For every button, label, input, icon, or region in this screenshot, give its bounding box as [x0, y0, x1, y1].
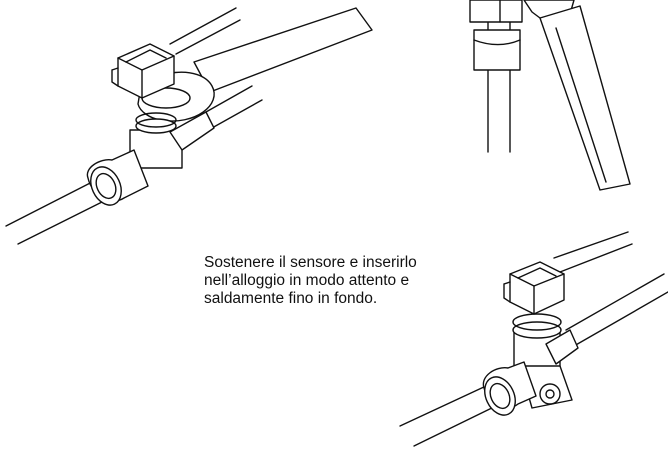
- instruction-line: saldamente fino in fondo.: [204, 290, 378, 307]
- instruction-text: Sostenere il sensore e inserirlo nell’al…: [204, 254, 464, 308]
- wrench-on-fitting-illustration: [5, 7, 373, 245]
- installed-sensor-illustration: [399, 231, 668, 447]
- instruction-line: nell’alloggio in modo attento e: [204, 272, 410, 289]
- wrench-side-view-illustration: [469, 0, 631, 191]
- instruction-line: Sostenere il sensore e inserirlo: [204, 254, 417, 271]
